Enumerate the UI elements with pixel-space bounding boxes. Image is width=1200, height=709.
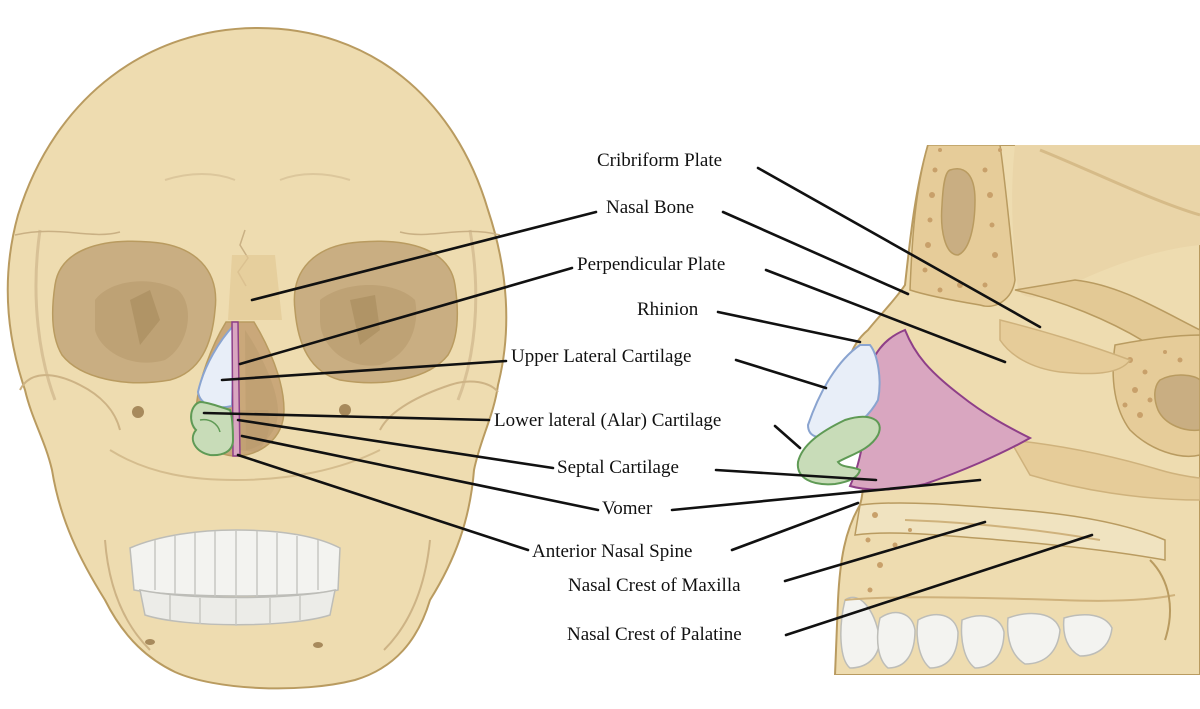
mental-foramen-left: [145, 639, 155, 645]
lower-teeth-front: [139, 589, 336, 626]
upper-teeth-front: [129, 529, 341, 598]
label-anterior-nasal-spine: Anterior Nasal Spine: [532, 541, 692, 562]
nasal-bridge: [228, 255, 282, 320]
spongy-dots-sphenoid: [1122, 350, 1183, 418]
spongy-dots-maxilla: [865, 512, 912, 593]
left-infraorbital-foramen: [132, 406, 144, 418]
leader-septal-front: [236, 418, 555, 470]
frontal-sinus: [940, 168, 976, 256]
leader-perpendicular-plate-front: [238, 266, 574, 366]
sphenoid-sinus: [1154, 374, 1200, 432]
label-nasal-crest-maxilla: Nasal Crest of Maxilla: [568, 575, 741, 596]
leader-nasal-bone-front: [250, 210, 598, 302]
palate-inner-line: [904, 519, 1101, 541]
leader-anterior-nasal-spine-front: [236, 453, 530, 552]
leader-lines: [202, 166, 1094, 637]
leader-nasal-crest-palatine: [784, 533, 1094, 637]
label-perpendicular-plate: Perpendicular Plate: [577, 254, 725, 275]
posterior-maxilla: [1149, 559, 1171, 641]
right-infraorbital-foramen: [339, 404, 351, 416]
leader-upper-lateral-front: [220, 359, 508, 382]
label-cribriform-plate: Cribriform Plate: [597, 150, 722, 171]
cranial-fossa: [1012, 145, 1200, 298]
label-rhinion: Rhinion: [637, 299, 699, 320]
alar-cartilage-front: [190, 400, 235, 457]
cranial-fossa-curve: [1039, 148, 1200, 217]
label-upper-lateral-cartilage: Upper Lateral Cartilage: [511, 346, 691, 367]
leader-vomer-sagittal: [670, 478, 982, 512]
label-nasal-crest-palatine: Nasal Crest of Palatine: [567, 624, 742, 645]
coronal-suture: [14, 230, 501, 236]
left-zygoma: [19, 374, 121, 431]
maxilla-lower-edge: [844, 594, 1176, 602]
leader-perpendicular-plate-sagittal: [764, 268, 1007, 364]
spongy-dots-frontal: [922, 148, 1002, 293]
frontal-crease: [164, 173, 351, 181]
alar-notch-front: [199, 418, 221, 433]
right-orbit-fissure: [350, 295, 380, 345]
leader-alar-sagittal: [773, 424, 802, 450]
mental-foramen-right: [313, 642, 323, 648]
leader-rhinion: [716, 310, 862, 344]
leader-septal-sagittal: [714, 468, 878, 482]
upper-teeth-sagittal: [840, 596, 1113, 669]
leader-vomer-front: [240, 434, 600, 512]
superior-nasal-band: [999, 319, 1132, 375]
label-vomer: Vomer: [602, 498, 653, 519]
right-zygoma: [379, 380, 499, 431]
alar-cartilage-sagittal: [796, 415, 881, 486]
label-septal-cartilage: Septal Cartilage: [557, 457, 679, 478]
leader-cribriform-plate: [756, 166, 1042, 329]
label-lower-lateral-cartilage: Lower lateral (Alar) Cartilage: [494, 410, 721, 431]
middle-nasal-band: [1008, 439, 1200, 501]
temporal-line-right: [456, 229, 478, 401]
leader-upper-lateral-sagittal: [734, 358, 828, 390]
left-orbit-fissure: [130, 290, 160, 345]
labels: Cribriform Plate Nasal Bone Perpendicula…: [494, 150, 742, 645]
mandible-line: [104, 539, 431, 651]
label-nasal-bone: Nasal Bone: [606, 197, 694, 218]
leader-alar-front: [202, 411, 491, 422]
maxilla-crease: [109, 449, 381, 482]
temporal-line-left: [34, 229, 57, 401]
leader-anterior-nasal-spine-sagittal: [730, 501, 860, 552]
leader-nasal-crest-maxilla: [783, 520, 987, 583]
leader-nasal-bone-sagittal: [721, 210, 910, 296]
